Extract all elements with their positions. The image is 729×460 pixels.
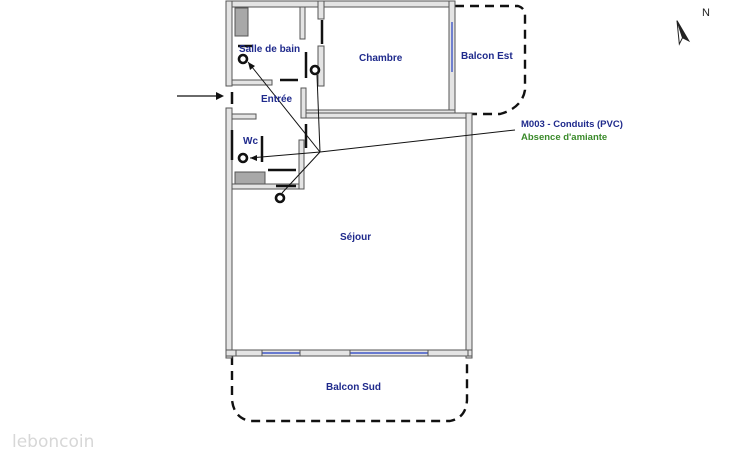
entrance-arrow (177, 92, 224, 100)
door-marks (230, 20, 324, 188)
conduit-markers (237, 53, 321, 204)
room-label-balcon-sud: Balcon Sud (326, 382, 381, 393)
room-label-balcon-est: Balcon Est (461, 51, 513, 62)
room-label-salle-de-bain: Salle de bain (239, 44, 300, 55)
balcon-est-outline (455, 4, 527, 116)
arrow-heads (248, 62, 257, 161)
watermark-logo: leboncoin (12, 432, 94, 452)
leader-lines (247, 61, 516, 194)
annotation-code: M003 - Conduits (PVC) (521, 119, 623, 130)
window-frames (235, 349, 469, 357)
balcon-sud-outline (230, 356, 469, 423)
compass: N (676, 7, 710, 46)
bathtub (234, 7, 249, 37)
windows (262, 22, 453, 354)
room-label-entree: Entrée (261, 94, 293, 105)
wc-fixture (234, 171, 266, 185)
compass-label: N (702, 7, 710, 19)
room-label-sejour: Séjour (340, 232, 371, 243)
room-label-wc: Wc (243, 136, 258, 147)
room-label-chambre: Chambre (359, 53, 403, 64)
north-arrow-icon (676, 20, 691, 46)
annotation-status: Absence d'amiante (521, 132, 607, 143)
